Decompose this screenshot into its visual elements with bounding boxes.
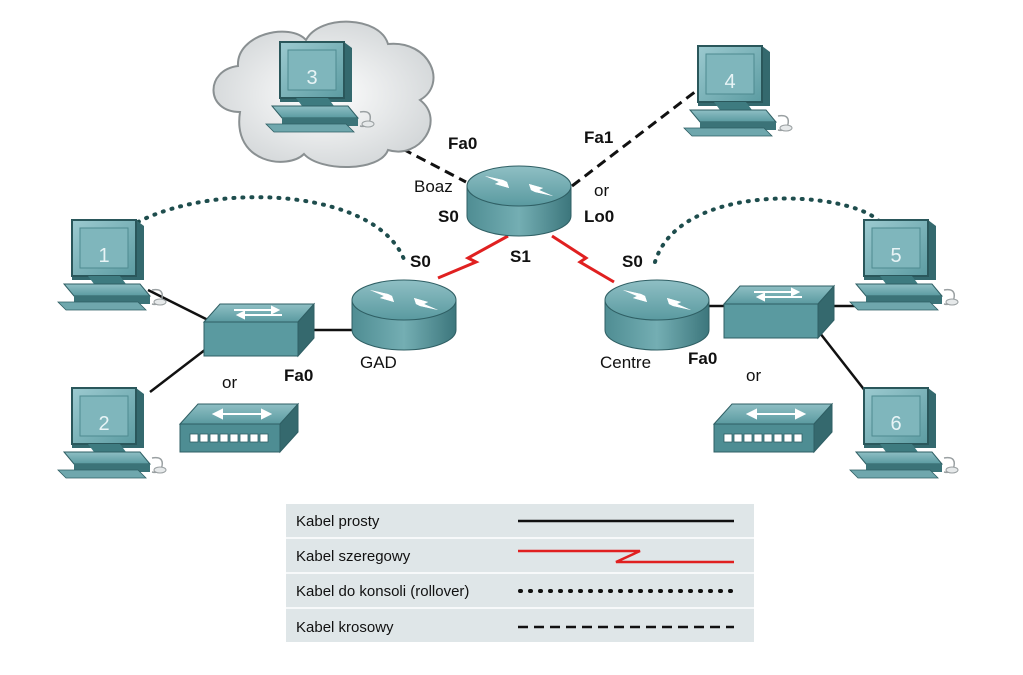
legend-row-straight: Kabel prosty [296,513,734,530]
straight-cable-pc1-switch [147,288,213,324]
hub-left[interactable] [179,403,299,453]
router-boaz[interactable] [466,165,572,237]
legend-label: Kabel krosowy [296,619,394,636]
pc-number: 4 [724,71,735,93]
router-label-boaz: Boaz [414,177,453,196]
pc-number: 5 [890,245,901,267]
port-label-gad-s0: S0 [410,252,431,271]
legend: Kabel prosty Kabel szeregowy Kabel do ko… [286,504,754,642]
straight-cable-switch-pc6 [815,327,867,393]
router-label-gad: GAD [360,353,397,372]
pc-number: 3 [306,67,317,89]
port-label-centre-s0: S0 [622,252,643,271]
port-label-boaz-fa1: Fa1 [584,128,613,147]
legend-label: Kabel prosty [296,513,380,530]
or-label-top: or [594,181,609,200]
rollover-cable-centre-pc5 [653,196,882,264]
legend-label: Kabel do konsoli (rollover) [296,583,469,600]
crossover-cable-boaz-pc4 [571,86,701,188]
pc-number: 2 [98,413,109,435]
switch-left[interactable] [203,303,315,357]
hub-right[interactable] [713,403,833,453]
pc-3[interactable]: 3 [265,41,375,133]
legend-row-serial: Kabel szeregowy [296,548,734,565]
router-centre[interactable] [604,279,710,351]
pc-4[interactable]: 4 [683,45,793,137]
legend-row-crossover: Kabel krosowy [296,619,734,636]
router-label-centre: Centre [600,353,651,372]
serial-cable-boaz-centre [551,234,615,284]
pc-1[interactable]: 1 [57,219,167,311]
port-label-boaz-s0: S0 [438,207,459,226]
legend-label: Kabel szeregowy [296,548,411,565]
serial-cable-gad-boaz [437,234,509,280]
pc-2[interactable]: 2 [57,387,167,479]
pc-number: 1 [98,245,109,267]
port-label-centre-fa0: Fa0 [688,349,717,368]
legend-row-rollover: Kabel do konsoli (rollover) [296,583,736,600]
port-label-boaz-fa0: Fa0 [448,134,477,153]
pc-number: 6 [890,413,901,435]
pc-5[interactable]: 5 [849,219,959,311]
router-gad[interactable] [351,279,457,351]
straight-cable-pc2-switch [149,345,211,393]
port-label-boaz-s1: S1 [510,247,531,266]
or-label-right: or [746,366,761,385]
port-label-gad-fa0: Fa0 [284,366,313,385]
rollover-cable-pc1-gad [136,195,407,264]
pc-6[interactable]: 6 [849,387,959,479]
port-label-boaz-lo0: Lo0 [584,207,614,226]
switch-right[interactable] [723,285,835,339]
or-label-left: or [222,373,237,392]
legend-swatch-serial [518,549,734,564]
